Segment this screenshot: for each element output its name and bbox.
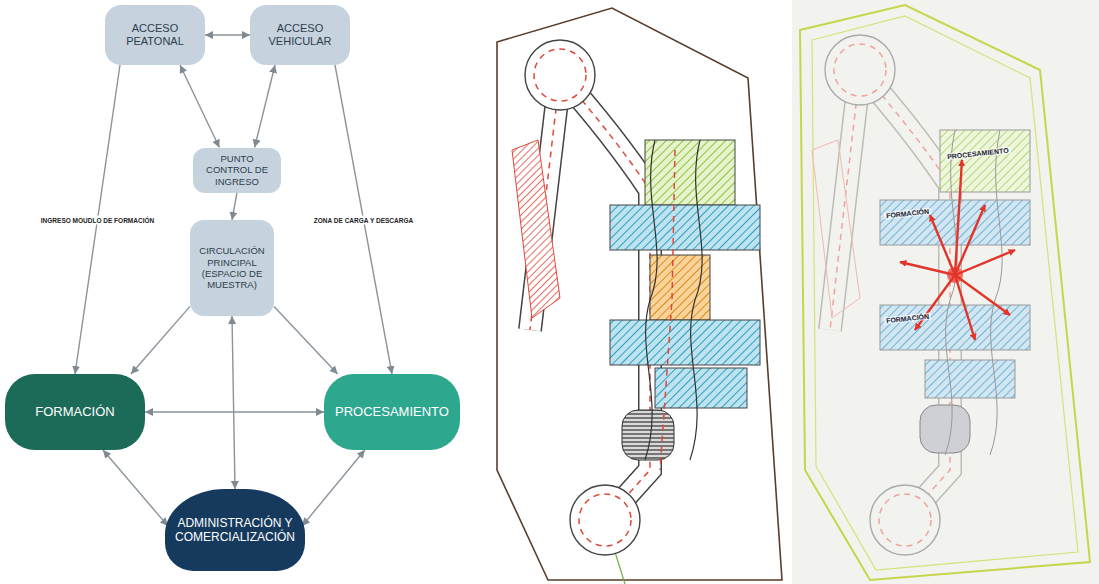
sketch-one-part [525,40,595,110]
sketch-two-part [920,405,970,453]
sketch-one-part [512,140,560,318]
sketch-two [792,0,1099,584]
node-text: CIRCULACIÓN PRINCIPAL (ESPACIO DE MUESTR… [195,245,269,291]
sketch-two-part [800,5,1090,580]
sketch-two-part [925,360,1015,398]
flow-arrow [205,34,250,35]
zone-box: FORMACIÓN [5,374,145,450]
relation-arrows-part [955,250,1015,275]
sketch-one-part [645,140,657,460]
sketch-two-part [830,70,860,330]
zone-box: ADMINISTRACIÓN Y COMERCIALIZACIÓN [165,489,305,571]
access-box: ACCESO PEATONAL [105,5,205,65]
sketch-one-part [570,485,640,555]
sketch-two-part [792,0,1099,584]
sketch-two-part [879,494,931,546]
edge-label: INGRESO MOUDLO DE FORMACIÓN [39,215,156,224]
node-text: ACCESO VEHICULAR [258,22,342,48]
sketch-one [482,0,790,584]
flow-arrow [232,193,237,221]
sketch-two-part [812,140,860,318]
edge-label: ZONA DE CARGA Y DESCARGA [312,215,415,224]
sketch-one-part [622,410,674,460]
node-text: PROCESAMIENTO [335,404,449,420]
relation-arrows-part [930,215,955,275]
sketch-one-part [610,320,760,365]
node-text: ACCESO PEATONAL [113,22,197,48]
sketch-one-part [655,368,747,408]
zone-box: PROCESAMIENTO [324,374,460,450]
sketch-one-part [534,49,586,101]
flow-arrow [274,306,338,374]
node-text: FORMACIÓN [35,404,114,420]
sketch-two-part [870,485,940,555]
sketch-two-part [830,70,860,330]
sketch-two-part [880,200,1030,245]
relation-arrows-part [915,275,955,330]
flow-arrow [255,65,275,148]
relation-arrows-part [955,275,1010,315]
relation-arrows-part [955,160,962,275]
relation-arrows-part [900,262,955,275]
flow-arrow [232,316,235,489]
sketch-one-part [579,494,631,546]
flow-arrow [302,450,365,526]
sketch-one-part [690,140,702,460]
flow-arrow [131,306,190,374]
sketch-two-part [834,44,886,96]
control-box: PUNTO CONTROL DE INGRESO [193,148,281,193]
node-text: ADMINISTRACIÓN Y COMERCIALIZACIÓN [175,516,295,545]
sketch-one-part [660,150,675,470]
relation-arrows-part [955,275,975,340]
sketch-one-part [610,205,760,250]
sketch-one-part [645,140,735,205]
sketch-two-part [830,70,860,330]
sketch-two-part [945,130,957,455]
sketch-one-part [482,0,790,584]
sketch-two-part [990,130,1002,455]
sketch-two-part [812,16,1078,570]
sketch-two-part [825,35,895,105]
flow-arrow [180,65,219,148]
node-text: PUNTO CONTROL DE INGRESO [198,153,276,187]
access-box: ACCESO VEHICULAR [250,5,350,65]
sketch-one-part [650,255,710,320]
circulation-box: CIRCULACIÓN PRINCIPAL (ESPACIO DE MUESTR… [190,220,274,316]
flow-arrow [145,411,324,412]
flow-arrow [103,450,168,526]
sketch-one-part [497,8,782,580]
